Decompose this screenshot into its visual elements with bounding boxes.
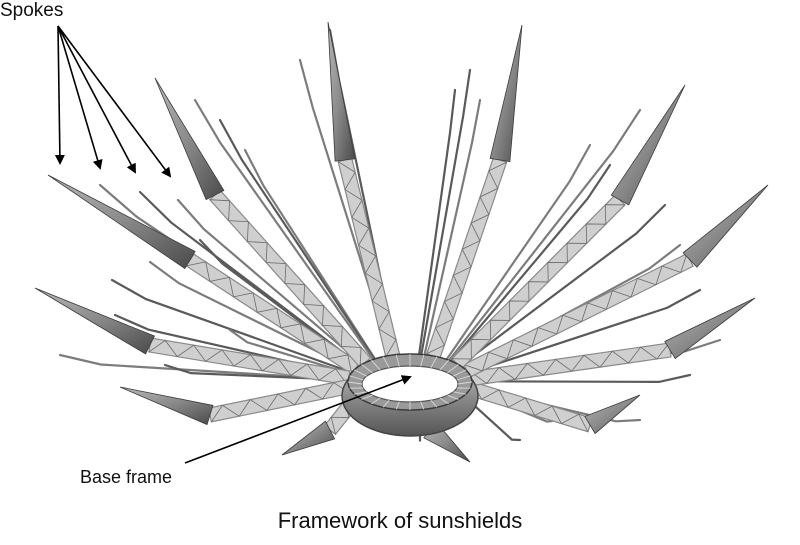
spoke-tip (48, 175, 195, 269)
spoke-tip (155, 78, 224, 200)
annotation-arrows (58, 26, 410, 463)
spokes-arrow (58, 26, 135, 172)
spokes-arrow (58, 26, 100, 168)
spoke-tip (120, 387, 213, 425)
truss-arm (468, 382, 640, 434)
spoke-tip (611, 85, 685, 205)
spoke-tip (585, 395, 640, 434)
ring-hole (362, 366, 458, 402)
spokes-arrow (58, 26, 170, 176)
spoke-tip (490, 25, 522, 162)
base-frame-label: Base frame (80, 467, 172, 488)
truss-arm (120, 380, 350, 425)
figure-caption: Framework of sunshields (0, 508, 800, 534)
spokes-arrow (58, 26, 60, 163)
spokes-label: Spokes (0, 0, 63, 22)
truss-body (209, 380, 351, 422)
spoke-tip (683, 185, 768, 267)
truss-body (338, 158, 399, 356)
spoke-tip (665, 298, 755, 359)
spoke-tip (35, 288, 154, 354)
spoke-tip (282, 421, 335, 455)
spoke-tip (328, 22, 355, 161)
